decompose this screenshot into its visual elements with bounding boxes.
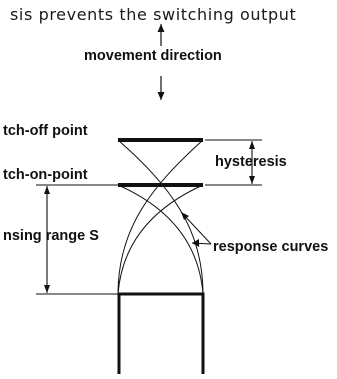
movement-direction-arrow-down (157, 76, 165, 100)
response-curves-leaders (180, 211, 212, 247)
response-curve-left-outer (117, 139, 204, 295)
hysteresis-label: hysteresis (215, 154, 287, 170)
response-curve-right-outer (117, 139, 204, 295)
sensing-range-dimension (36, 184, 118, 295)
response-curves (117, 139, 204, 295)
hysteresis-bracket (205, 139, 262, 186)
movement-direction-label: movement direction (84, 48, 222, 64)
sensor-body (117, 292, 205, 379)
movement-direction-arrow-top (157, 24, 165, 46)
sensing-range-label: nsing range S (3, 228, 99, 244)
switch-on-point-label: tch-on-point (3, 167, 88, 183)
response-curve-left-inner (117, 184, 204, 295)
switch-off-point-label: tch-off point (3, 123, 88, 139)
response-curve-right-inner (117, 184, 204, 295)
caption-text: sis prevents the switching output (10, 5, 296, 24)
response-curves-label: response curves (213, 239, 328, 255)
